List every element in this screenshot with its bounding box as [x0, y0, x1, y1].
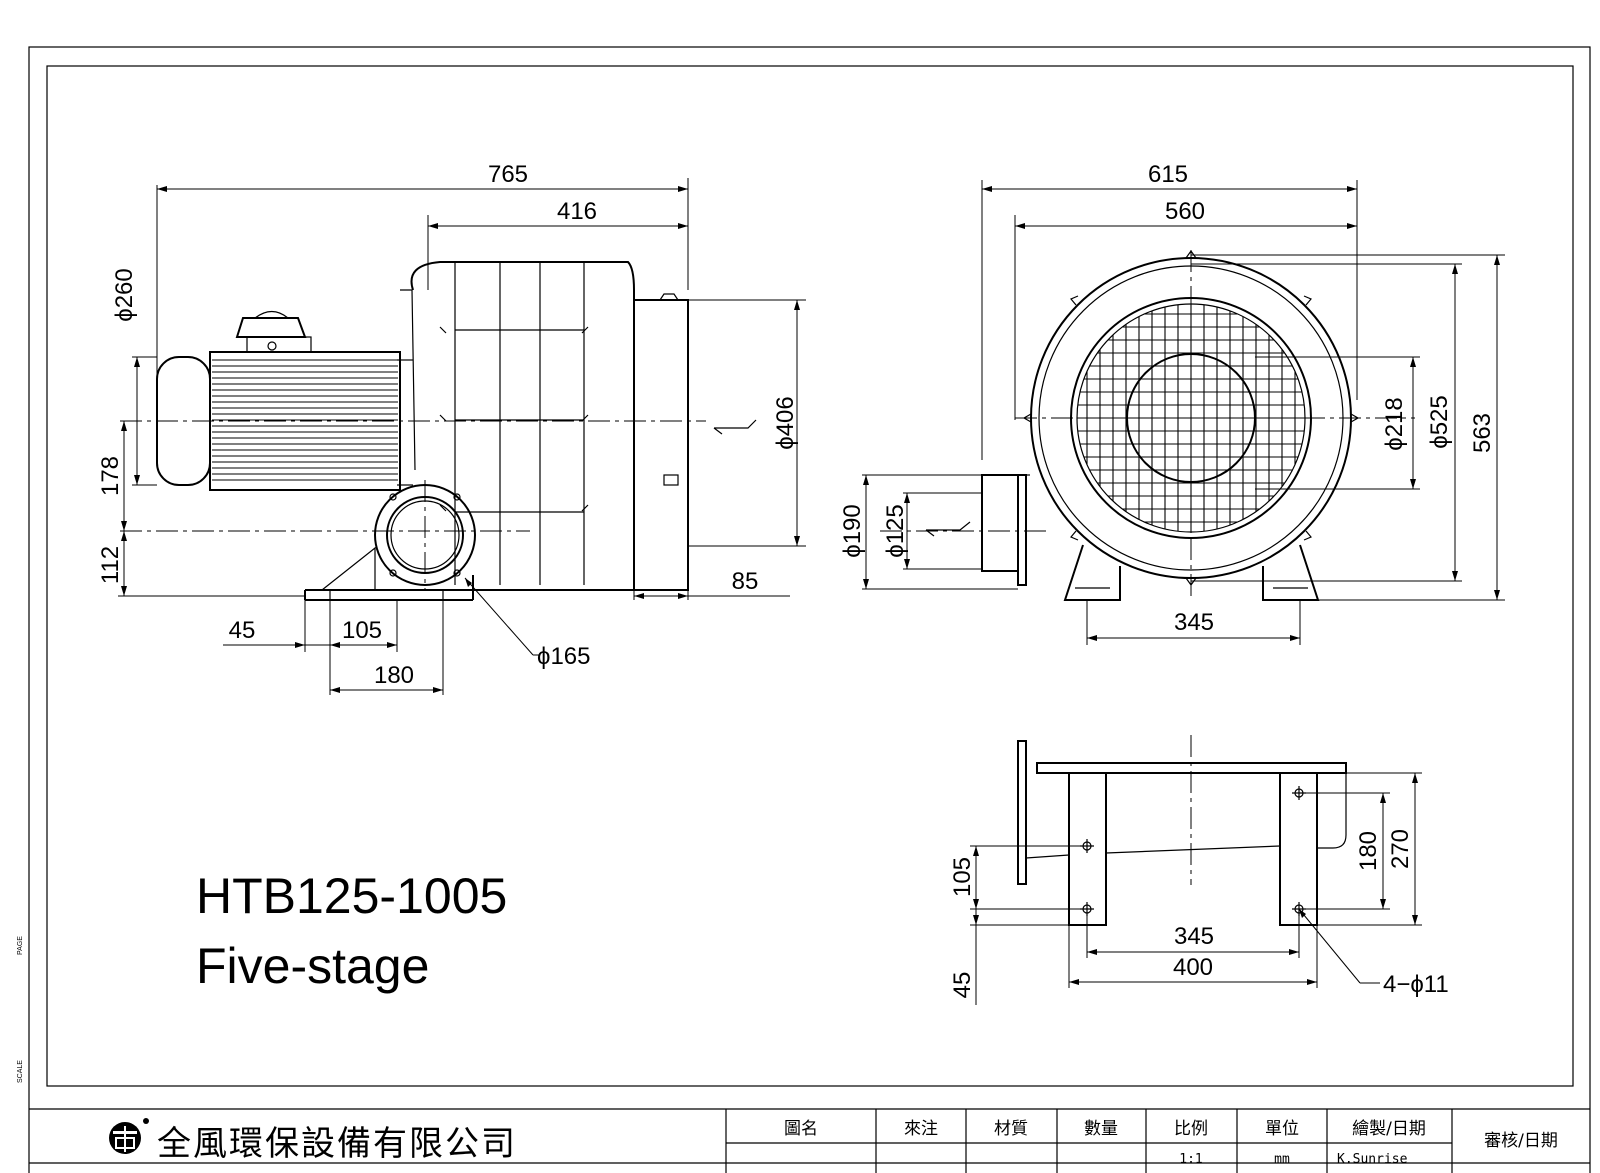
side-inlet-pipe: [981, 474, 1019, 572]
header-quantity: 數量: [1084, 1119, 1118, 1139]
header-unit: 單位: [1265, 1119, 1299, 1139]
dim-inner-diameter: ϕ218: [1381, 397, 1408, 450]
blower-housing: [410, 261, 635, 591]
dim-motor-diameter: ϕ260: [111, 268, 138, 321]
dim-height-112: 112: [97, 546, 124, 584]
margin-mark-scale: SCALE: [17, 1060, 24, 1083]
right-foot: [1262, 544, 1320, 601]
dim-base-180: 180: [374, 662, 414, 689]
dim-base-45: 45: [229, 617, 256, 644]
header-material: 材質: [994, 1119, 1028, 1139]
header-note: 來注: [904, 1119, 938, 1139]
side-view: 765 416: [97, 161, 806, 695]
dim-base-105: 105: [342, 617, 382, 644]
left-foot: [1063, 544, 1121, 601]
outer-border: [28, 46, 1591, 1173]
dim-base-view-45: 45: [949, 972, 976, 999]
dim-base-view-270: 270: [1387, 829, 1414, 869]
company-logo: [109, 1118, 149, 1154]
dim-base-view-105: 105: [949, 857, 976, 897]
front-view: 615 560: [839, 161, 1505, 645]
company-name: 全風環保設備有限公司: [157, 1124, 517, 1164]
header-approved-date: 審核/日期: [1484, 1131, 1558, 1151]
header-scale: 比例: [1174, 1119, 1208, 1139]
inner-border: [46, 65, 1574, 1087]
dim-housing-diameter: ϕ525: [1426, 395, 1453, 448]
dim-overall-length: 765: [488, 161, 528, 188]
base-flange: [1017, 740, 1027, 885]
model-code: HTB125-1005: [196, 868, 507, 924]
dim-body-width: 560: [1165, 198, 1205, 225]
dim-mounting-holes: 4−ϕ11: [1383, 971, 1449, 998]
dim-port-diameter: ϕ125: [882, 504, 909, 557]
terminal-box: [235, 317, 307, 338]
model-stage: Five-stage: [196, 938, 429, 994]
dim-outlet-depth: 85: [732, 568, 759, 595]
value-drawn-by: K.Sunrise: [1337, 1152, 1408, 1167]
dim-base-view-345: 345: [1174, 923, 1214, 950]
dim-base-view-180: 180: [1355, 831, 1382, 871]
dim-overall-height: 563: [1469, 413, 1496, 453]
dim-base-width: 345: [1174, 609, 1214, 636]
dim-base-view-400: 400: [1173, 954, 1213, 981]
dim-flange-diameter: ϕ165: [537, 643, 590, 670]
base-view: 105 45 180 270 345 400 4−ϕ11: [949, 735, 1449, 1005]
dim-height-178: 178: [97, 456, 124, 496]
header-drawn-date: 繪製/日期: [1352, 1119, 1426, 1139]
dim-outlet-diameter: ϕ406: [772, 396, 799, 449]
outlet-duct: [633, 299, 689, 591]
dim-side-flange-diameter: ϕ190: [839, 504, 866, 557]
title-block: 全風環保設備有限公司 圖名 來注 材質 數量 比例 單位 繪製/日期 審核/日期…: [29, 1108, 1590, 1173]
value-unit: mm: [1274, 1152, 1290, 1167]
value-scale: 1:1: [1179, 1152, 1202, 1167]
dim-overall-width: 615: [1148, 161, 1188, 188]
margin-mark-page: PAGE: [17, 936, 24, 955]
dim-body-length: 416: [557, 198, 597, 225]
header-drawing-name: 圖名: [784, 1119, 818, 1139]
